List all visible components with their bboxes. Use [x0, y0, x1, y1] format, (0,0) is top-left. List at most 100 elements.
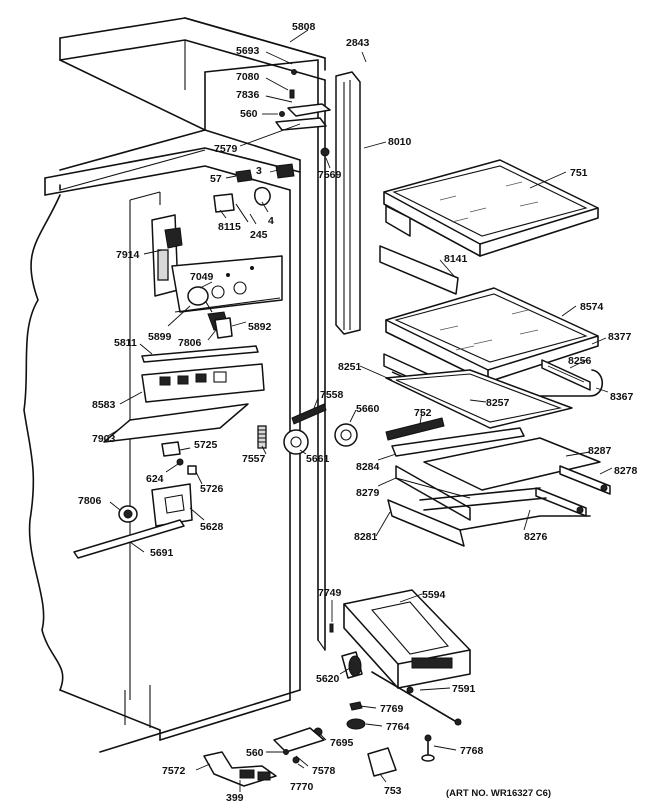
callout-5811: 5811 [114, 337, 137, 349]
callout-5660: 5660 [356, 403, 380, 415]
callout-8279: 8279 [356, 487, 380, 499]
callout-5620: 5620 [316, 673, 340, 685]
callout-7749: 7749 [318, 587, 342, 599]
callout-399: 399 [226, 792, 244, 804]
callout-7769: 7769 [380, 703, 404, 715]
slide-8256 [541, 359, 591, 391]
callout-5628: 5628 [200, 521, 224, 533]
control-panel [141, 363, 265, 403]
control-housing [151, 214, 183, 297]
callout-8377: 8377 [608, 331, 632, 343]
callout-7764: 7764 [386, 721, 410, 733]
callout-57: 57 [210, 173, 222, 185]
callout-5691: 5691 [150, 547, 174, 559]
callout-7768: 7768 [460, 745, 484, 757]
top-hinge-parts [213, 69, 331, 223]
callout-7578: 7578 [312, 765, 336, 777]
callout-7572: 7572 [162, 765, 186, 777]
callout-5899: 5899 [148, 331, 172, 343]
leveler-7768 [421, 734, 435, 762]
callout-8278: 8278 [614, 465, 638, 477]
callout-7806-upper: 7806 [178, 337, 202, 349]
callout-8583: 8583 [92, 399, 116, 411]
callout-3: 3 [256, 165, 262, 177]
thermostat-bar [141, 345, 259, 363]
callout-5661: 5661 [306, 453, 330, 465]
callout-7806-lower: 7806 [78, 495, 102, 507]
door-switch [161, 441, 181, 457]
callout-7558: 7558 [320, 389, 344, 401]
callout-753: 753 [384, 785, 402, 797]
roller-assembly-5620 [341, 651, 363, 679]
callout-labels: 5808 5693 2843 7080 7836 560 8010 7579 7… [78, 21, 638, 804]
frame-8257 [385, 369, 573, 429]
callout-8574: 8574 [580, 301, 604, 313]
callout-5693: 5693 [236, 45, 260, 57]
screw-560-lower [283, 749, 289, 755]
cabinet-liner [23, 17, 326, 753]
callout-7591: 7591 [452, 683, 476, 695]
glass-shelf-8574 [385, 287, 599, 383]
spring-7764 [346, 718, 366, 730]
clip-7749 [329, 623, 334, 633]
callout-2843: 2843 [346, 37, 370, 49]
fastener-624 [176, 458, 184, 466]
leader-lines [107, 29, 613, 792]
bracket-5628 [151, 483, 193, 527]
rail-7558 [291, 403, 327, 425]
callout-7903: 7903 [92, 433, 116, 445]
art-number: (ART NO. WR16327 C6) [446, 788, 551, 799]
callout-5726: 5726 [200, 483, 224, 495]
slide-8278 [559, 465, 611, 495]
shelf-strip-8141 [379, 245, 459, 295]
mounting-plate [171, 255, 283, 313]
hinge-plate-7578 [273, 727, 325, 753]
callout-245: 245 [250, 229, 268, 241]
callout-624: 624 [146, 473, 164, 485]
part-7769 [349, 701, 363, 711]
callout-8284: 8284 [356, 461, 380, 473]
callout-7049: 7049 [190, 271, 214, 283]
callout-8141: 8141 [444, 253, 468, 265]
fastener-7770 [292, 756, 300, 764]
trim-strip [73, 519, 185, 559]
callout-8287: 8287 [588, 445, 612, 457]
drawer-support-8281 [387, 499, 591, 547]
callout-7914: 7914 [116, 249, 140, 261]
callout-5594: 5594 [422, 589, 446, 601]
rod-7591 [371, 671, 462, 726]
vertical-trim-8010 [335, 71, 361, 335]
roller-5660 [334, 423, 358, 447]
callout-7569: 7569 [318, 169, 342, 181]
callout-7557: 7557 [242, 453, 266, 465]
bottom-hinge-399 [203, 751, 277, 787]
callout-8251: 8251 [338, 361, 362, 373]
panel-8284 [391, 427, 525, 457]
callout-8115: 8115 [218, 221, 241, 233]
bracket-753 [367, 747, 397, 777]
callout-5892: 5892 [248, 321, 272, 333]
callout-560-lower: 560 [246, 747, 264, 759]
callout-7579: 7579 [214, 143, 238, 155]
machine-compartment-5594 [343, 589, 471, 689]
callout-752: 752 [414, 407, 432, 419]
callout-5808: 5808 [292, 21, 316, 33]
callout-751: 751 [570, 167, 588, 179]
callout-4: 4 [268, 215, 274, 227]
roller-5661 [283, 429, 309, 455]
callout-560-upper: 560 [240, 108, 258, 120]
callout-8276: 8276 [524, 531, 548, 543]
light-socket-lower [118, 505, 138, 523]
callout-7080: 7080 [236, 71, 260, 83]
light-bulb [187, 286, 213, 313]
light-socket-upper [207, 311, 233, 339]
wire-8367 [539, 369, 604, 397]
glass-shelf-751 [383, 159, 599, 257]
callout-7836: 7836 [236, 89, 260, 101]
callout-7695: 7695 [330, 737, 354, 749]
grille-752 [385, 417, 445, 441]
spring-7557 [257, 425, 267, 449]
lamp-shield [103, 403, 249, 443]
callout-8367: 8367 [610, 391, 634, 403]
